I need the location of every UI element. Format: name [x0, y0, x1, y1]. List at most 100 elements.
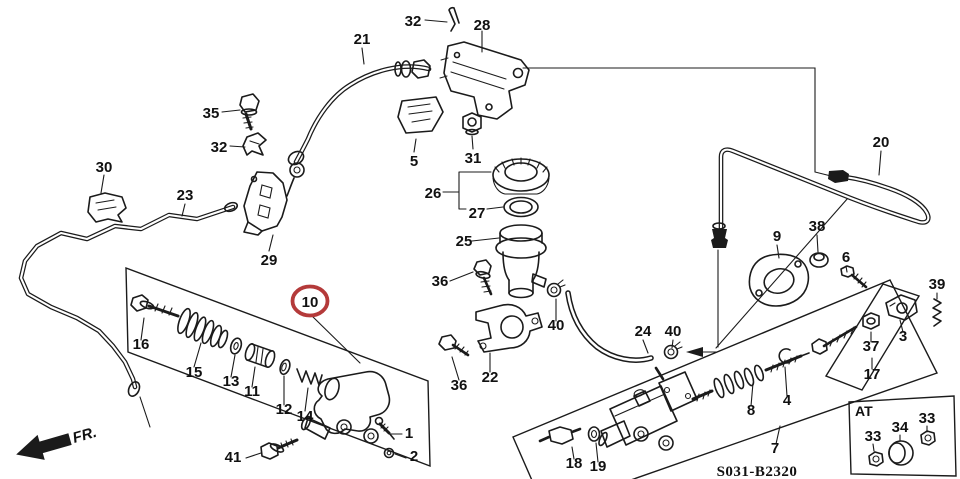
highlight-ring-part-10: [290, 284, 330, 318]
hose-21-joint-fitting: [287, 150, 305, 178]
part-label-27: 27: [469, 205, 486, 222]
reservoir-hose-24: [565, 290, 654, 363]
part-label-18: 18: [566, 455, 583, 472]
hose-end-fitting: [711, 229, 728, 248]
part-label-14: 14: [297, 408, 314, 425]
bracket-29: [243, 171, 288, 236]
bolt-36-upper: [473, 259, 493, 296]
group-box-master-cylinder: [512, 279, 938, 479]
group-box-at-parts: [848, 395, 957, 477]
nut-37: [862, 312, 880, 330]
assembly-lines: [522, 67, 849, 357]
bolt-36-lower: [438, 334, 470, 357]
damper-3: [885, 294, 918, 321]
washer-13: [229, 337, 243, 355]
at-transmission-label: AT: [855, 403, 873, 419]
master-cylinder-7: [598, 366, 698, 451]
part-label-39: 39: [929, 276, 946, 293]
damper-bolt-17: [811, 325, 858, 355]
grommet-38: [809, 252, 829, 268]
clip-32-mid: [242, 132, 267, 156]
part-label-2: 2: [410, 448, 418, 465]
part-label-31: 31: [465, 150, 482, 167]
spring-39: [932, 298, 942, 327]
fr-arrow-icon: [16, 433, 72, 460]
part-label-40-right: 40: [665, 323, 682, 340]
diagram-code: S031-B2320: [717, 464, 798, 479]
part-label-13: 13: [223, 373, 240, 390]
seal-19: [587, 426, 601, 442]
at-cap-34: [888, 440, 914, 466]
part-label-9: 9: [773, 228, 781, 245]
pipe-20-union-fitting: [828, 170, 849, 183]
part-label-37: 37: [863, 338, 880, 355]
clutch-pipe-21: [286, 64, 432, 197]
part-label-6: 6: [842, 249, 850, 266]
group-box-slave-cylinder-kit: [125, 266, 431, 468]
part-label-19: 19: [590, 458, 607, 475]
part-label-30: 30: [96, 159, 113, 176]
part-label-36-upper: 36: [432, 273, 449, 290]
bolt-35: [239, 93, 260, 131]
part-label-32-mid: 32: [211, 139, 228, 156]
part-label-17: 17: [864, 366, 881, 383]
part-label-8: 8: [747, 402, 755, 419]
snap-ring-4: [778, 348, 792, 364]
bracket-28: [439, 41, 530, 120]
part-label-40-left: 40: [548, 317, 565, 334]
part-label-36-lower: 36: [451, 377, 468, 394]
part-label-4: 4: [783, 392, 792, 409]
part-label-33-left: 33: [865, 428, 882, 445]
red-circle-icon: [290, 284, 330, 318]
part-label-5: 5: [410, 153, 418, 170]
part-label-25: 25: [456, 233, 473, 250]
leader-lines: [100, 19, 938, 463]
part-label-33-right: 33: [919, 410, 936, 427]
bolt-16: [130, 294, 180, 318]
slave-cylinder-body: [300, 370, 391, 444]
front-direction-indicator: FR.: [16, 424, 99, 460]
gasket-9: [748, 253, 810, 307]
part-label-35: 35: [203, 105, 220, 122]
part-label-34: 34: [892, 419, 909, 436]
part-label-38: 38: [809, 218, 826, 235]
part-label-23: 23: [177, 187, 194, 204]
part-label-32-top: 32: [405, 13, 422, 30]
hose-21-end-fitting: [394, 59, 431, 79]
at-nut-33-left: [868, 451, 884, 467]
pipe-clip-30: [87, 192, 127, 223]
part-label-29: 29: [261, 252, 278, 269]
part-label-22: 22: [482, 369, 499, 386]
part-label-21: 21: [354, 31, 371, 48]
push-rod-8: [691, 352, 810, 402]
part-label-11: 11: [244, 383, 260, 400]
fluid-valve-18: [538, 426, 582, 445]
hose-clamp-40-right: [663, 341, 683, 360]
part-label-10-highlighted: 10: [302, 294, 319, 311]
cap-seal-27: [503, 196, 539, 218]
reservoir-tank-25: [495, 224, 547, 299]
bleeder-screw-1: [374, 416, 395, 440]
hose-clamp-40-left: [546, 279, 566, 298]
bleeder-cap-2: [383, 447, 395, 459]
boot-15: [177, 307, 229, 349]
nut-31: [462, 112, 482, 136]
cotter-pin-32-top: [448, 6, 460, 32]
part-label-7: 7: [771, 440, 779, 457]
group-box-damper-kit: [824, 283, 921, 391]
part-label-26: 26: [425, 185, 442, 202]
attach-arrow: [686, 347, 703, 357]
piston-11: [244, 343, 276, 368]
part-label-1: 1: [405, 425, 413, 442]
reservoir-cap-26: [492, 157, 550, 195]
part-label-41: 41: [225, 449, 242, 466]
clutch-pipe-23: [18, 201, 239, 428]
bolt-41: [260, 438, 299, 460]
part-label-3: 3: [899, 328, 907, 345]
bolt-6: [840, 265, 868, 289]
fr-label: FR.: [71, 424, 99, 447]
part-label-20: 20: [873, 134, 890, 151]
clutch-pipe-20: [711, 147, 931, 248]
